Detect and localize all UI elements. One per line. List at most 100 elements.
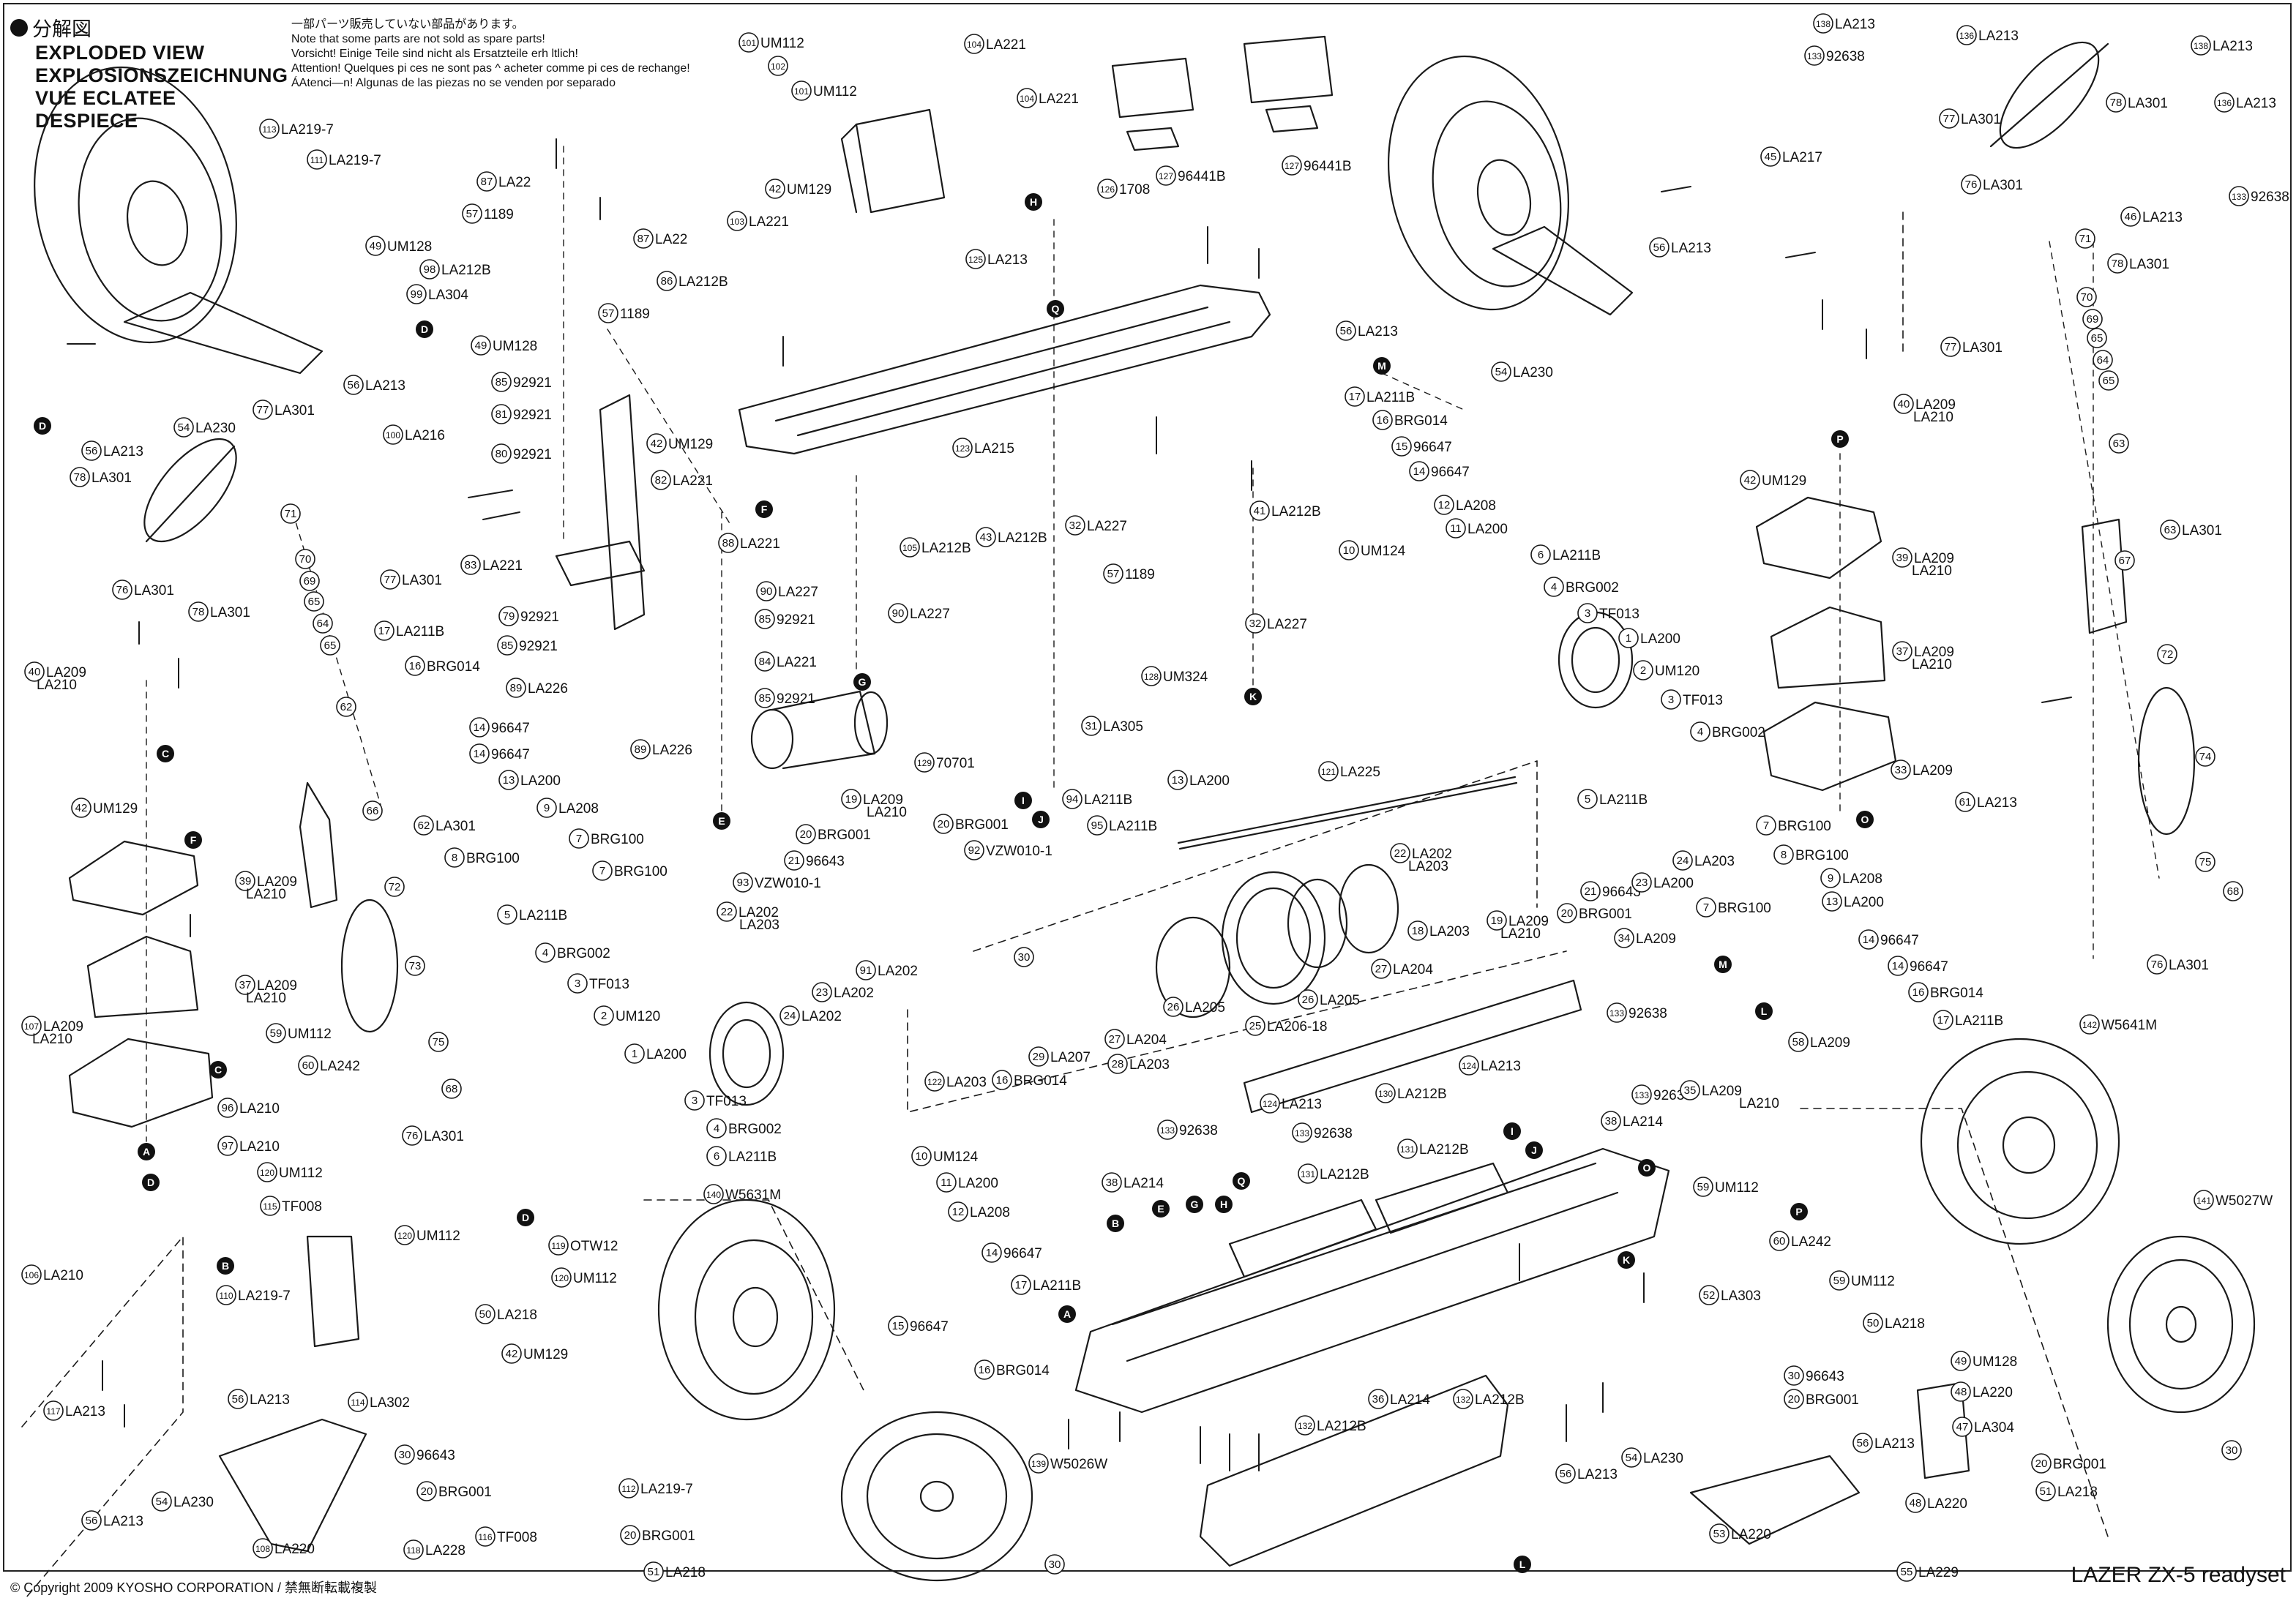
callout-number: 3 (692, 1095, 698, 1107)
callout-number: 98 (424, 263, 436, 276)
callout-bubble (1699, 1285, 1719, 1305)
callout-number: 7 (599, 865, 605, 877)
callout-number: 59 (1697, 1181, 1710, 1193)
callout-bubble (1804, 45, 1825, 66)
part-code: LA211B (1955, 1013, 2003, 1029)
part-code: LA213 (1977, 795, 2017, 811)
callout-number: 141 (2196, 1196, 2211, 1206)
callout-number: 46 (2125, 211, 2137, 223)
callout-bubble (394, 1225, 415, 1245)
callout-number: 42 (769, 183, 782, 195)
callout-number: 132 (1298, 1421, 1312, 1431)
callout-number: 89 (635, 743, 647, 756)
marker-letter: B (222, 1260, 229, 1272)
connection-marker: A (1058, 1305, 1076, 1323)
callout-bubble (1696, 897, 1716, 918)
callout-number: 114 (351, 1398, 364, 1408)
callout-number: 17 (1937, 1014, 1950, 1027)
front-left-wheel (34, 66, 237, 344)
callout-number: 56 (348, 379, 360, 391)
callout-bubble (1163, 997, 1183, 1017)
connection-marker: Q (1233, 1172, 1250, 1190)
callout-bubble (727, 211, 747, 231)
shock-front-right (1989, 41, 2109, 149)
part-code: LA221 (986, 37, 1026, 53)
callout-bubble (592, 860, 613, 881)
part-callout: 75 (428, 1032, 449, 1052)
part-code: W5641M (2101, 1018, 2157, 1033)
callout-bubble (981, 1242, 1002, 1263)
callout-number: 30 (2226, 1444, 2238, 1457)
callout-number: 118 (406, 1545, 420, 1556)
callout-number: 78 (74, 471, 86, 484)
callout-bubble (307, 149, 327, 170)
rear-left-rim (840, 1411, 1033, 1582)
callout-bubble (1298, 1163, 1318, 1184)
callout-bubble (441, 1079, 462, 1099)
part-code: LA212B (998, 530, 1047, 546)
part-code: BRG001 (2053, 1457, 2106, 1472)
callout-number: 102 (771, 61, 785, 72)
marker-letter: M (1377, 360, 1386, 372)
connection-marker: F (184, 831, 202, 849)
callout-number: 130 (1378, 1089, 1393, 1099)
marker-letter: D (39, 420, 46, 432)
part-code: 1189 (620, 307, 650, 322)
callout-bubble (460, 555, 481, 575)
callout-bubble (1607, 1002, 1627, 1023)
part-code: LA214 (1123, 1176, 1164, 1191)
part-code: LA301 (2169, 958, 2209, 973)
part-code: UM129 (1762, 473, 1806, 489)
part-callout: 74 (2195, 746, 2215, 767)
part-code: LA211B (728, 1149, 777, 1165)
callout-number: 112 (621, 1484, 635, 1494)
callout-bubble (491, 404, 512, 424)
callout-number: 20 (624, 1529, 637, 1542)
callout-bubble (2147, 954, 2167, 975)
callout-number: 71 (2079, 233, 2092, 245)
part-code: LA217 (1782, 150, 1822, 165)
connection-marker: D (517, 1209, 534, 1226)
callout-bubble (71, 798, 91, 818)
main-chassis (1074, 1147, 1670, 1414)
callout-bubble (765, 179, 785, 199)
callout-bubble (295, 549, 315, 569)
part-code: BRG002 (1566, 580, 1619, 596)
marker-letter: G (1191, 1198, 1199, 1210)
part-code: LA230 (173, 1495, 214, 1510)
marker-disc (1525, 1141, 1543, 1159)
part-code: LA211B (396, 624, 444, 639)
part-code-secondary: LA210 (246, 991, 286, 1006)
part-callout: 63 (2109, 433, 2129, 454)
battery-pack (1199, 1374, 1509, 1567)
callout-number: 65 (324, 639, 337, 652)
callout-bubble (21, 1264, 42, 1285)
callout-bubble (1371, 959, 1391, 979)
marker-letter: G (859, 676, 867, 688)
callout-bubble (1813, 13, 1833, 34)
callout-number: 10 (1343, 544, 1355, 557)
